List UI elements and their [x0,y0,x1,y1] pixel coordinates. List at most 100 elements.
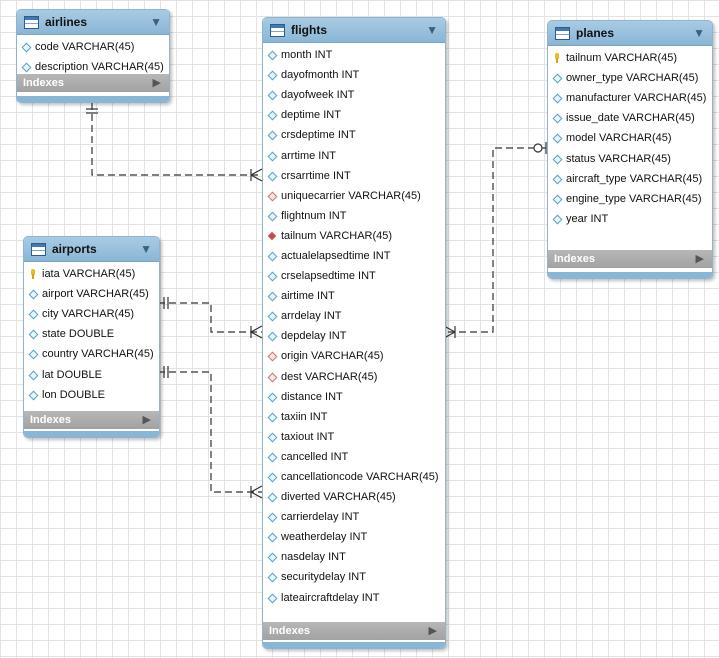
column-label: dayofweek INT [281,89,355,102]
table-icon [270,23,285,37]
column-label: crsarrtime INT [281,169,351,182]
primary-key-icon [28,269,38,280]
indexes-bar[interactable]: Indexes ▶ [263,622,445,640]
column-diamond-icon [552,174,562,184]
column-row[interactable]: iata VARCHAR(45) [24,264,159,284]
table-name: planes [576,26,615,40]
column-label: crselapsedtime INT [281,270,376,283]
column-row[interactable]: nasdelay INT [263,547,445,567]
column-row[interactable]: weatherdelay INT [263,527,445,547]
column-label: weatherdelay INT [281,531,368,544]
column-label: engine_type VARCHAR(45) [566,192,702,205]
column-row[interactable]: issue_date VARCHAR(45) [548,108,712,128]
column-row[interactable]: city VARCHAR(45) [24,304,159,324]
relation-airports-city-flights [158,302,262,333]
table-icon [31,242,46,256]
table-header[interactable]: planes ▼ [548,21,712,46]
column-row[interactable]: distance INT [263,387,445,407]
column-row[interactable]: cancelled INT [263,447,445,467]
indexes-label: Indexes [30,414,71,426]
column-row[interactable]: crselapsedtime INT [263,266,445,286]
indexes-bar[interactable]: Indexes ▶ [17,74,169,92]
column-row[interactable]: airtime INT [263,286,445,306]
column-row[interactable]: depdelay INT [263,326,445,346]
column-diamond-icon [267,492,277,502]
expand-arrow-icon[interactable]: ▶ [152,77,161,89]
indexes-bar[interactable]: Indexes ▶ [24,411,159,429]
column-label: securitydelay INT [281,571,366,584]
expand-arrow-icon[interactable]: ▶ [695,253,704,265]
column-row[interactable]: cancellationcode VARCHAR(45) [263,467,445,487]
collapse-arrow-icon[interactable]: ▼ [693,26,705,40]
relation-airlines-flights [91,103,262,176]
column-row[interactable]: crsarrtime INT [263,166,445,186]
column-row[interactable]: country VARCHAR(45) [24,344,159,364]
column-diamond-icon [267,552,277,562]
column-row[interactable]: actualelapsedtime INT [263,246,445,266]
column-row[interactable]: securitydelay INT [263,567,445,587]
collapse-arrow-icon[interactable]: ▼ [140,242,152,256]
column-row[interactable]: lateaircraftdelay INT [263,588,445,608]
column-row[interactable]: dayofmonth INT [263,65,445,85]
table-header[interactable]: airports ▼ [24,237,159,262]
collapse-arrow-icon[interactable]: ▼ [150,15,162,29]
column-diamond-icon [267,452,277,462]
collapse-arrow-icon[interactable]: ▼ [426,23,438,37]
column-label: state DOUBLE [42,328,115,341]
column-diamond-icon [267,70,277,80]
table-planes[interactable]: planes ▼ tailnum VARCHAR(45)owner_type V… [547,20,713,279]
column-row[interactable]: status VARCHAR(45) [548,148,712,168]
expand-arrow-icon[interactable]: ▶ [142,414,151,426]
table-header[interactable]: flights ▼ [263,18,445,43]
column-row[interactable]: deptime INT [263,105,445,125]
column-row[interactable]: tailnum VARCHAR(45) [548,48,712,68]
column-row[interactable]: arrdelay INT [263,306,445,326]
column-row[interactable]: carrierdelay INT [263,507,445,527]
column-diamond-icon [552,133,562,143]
column-row[interactable]: owner_type VARCHAR(45) [548,68,712,88]
indexes-bar[interactable]: Indexes ▶ [548,250,712,268]
relation-airports-lat-flights [158,371,262,493]
column-row[interactable]: year INT [548,209,712,229]
table-airlines[interactable]: airlines ▼ code VARCHAR(45) description V… [16,9,170,103]
column-row[interactable]: uniquecarrier VARCHAR(45) [263,186,445,206]
column-row[interactable]: lon DOUBLE [24,385,159,405]
column-row[interactable]: state DOUBLE [24,324,159,344]
column-row[interactable]: diverted VARCHAR(45) [263,487,445,507]
column-row[interactable]: crsdeptime INT [263,125,445,145]
column-row[interactable]: dest VARCHAR(45) [263,367,445,387]
column-diamond-icon [267,593,277,603]
column-row[interactable]: tailnum VARCHAR(45) [263,226,445,246]
column-label: model VARCHAR(45) [566,132,672,145]
column-row[interactable]: arrtime INT [263,145,445,165]
column-row[interactable]: description VARCHAR(45) [17,57,169,77]
column-row[interactable]: dayofweek INT [263,85,445,105]
column-label: lat DOUBLE [42,368,102,381]
column-row[interactable]: code VARCHAR(45) [17,37,169,57]
column-label: issue_date VARCHAR(45) [566,112,695,125]
column-diamond-icon [28,390,38,400]
column-row[interactable]: taxiin INT [263,407,445,427]
column-label: flightnum INT [281,209,347,222]
column-label: description VARCHAR(45) [35,61,164,74]
table-airports[interactable]: airports ▼ iata VARCHAR(45)airport VARCH… [23,236,160,438]
column-row[interactable]: origin VARCHAR(45) [263,346,445,366]
column-diamond-icon [267,412,277,422]
column-row[interactable]: aircraft_type VARCHAR(45) [548,169,712,189]
column-row[interactable]: flightnum INT [263,206,445,226]
column-row[interactable]: taxiout INT [263,427,445,447]
column-label: dest VARCHAR(45) [281,370,378,383]
expand-arrow-icon[interactable]: ▶ [428,625,437,637]
column-row[interactable]: manufacturer VARCHAR(45) [548,88,712,108]
column-list: tailnum VARCHAR(45)owner_type VARCHAR(45… [548,46,712,229]
column-label: country VARCHAR(45) [42,348,154,361]
column-row[interactable]: lat DOUBLE [24,364,159,384]
column-row[interactable]: month INT [263,45,445,65]
indexes-label: Indexes [269,625,310,637]
table-header[interactable]: airlines ▼ [17,10,169,35]
column-row[interactable]: model VARCHAR(45) [548,128,712,148]
column-row[interactable]: engine_type VARCHAR(45) [548,189,712,209]
column-row[interactable]: airport VARCHAR(45) [24,284,159,304]
